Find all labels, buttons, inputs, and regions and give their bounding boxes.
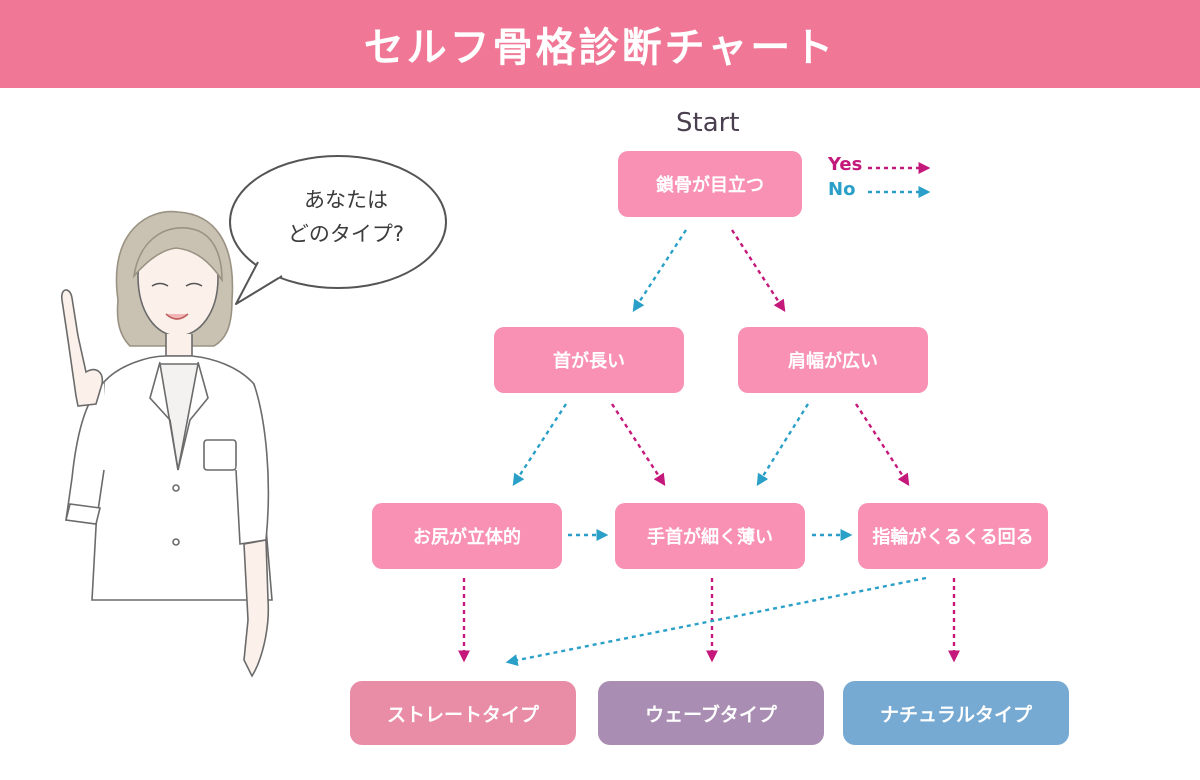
node-wide-shoulders: 肩幅が広い <box>738 327 928 393</box>
arrows <box>458 162 960 666</box>
bubble-line-1: あなたは <box>304 188 388 212</box>
header-bar: セルフ骨格診断チャート <box>0 0 1200 88</box>
speech-bubble <box>229 155 447 305</box>
arrow-q3-yes <box>854 403 910 487</box>
result-wave: ウェーブタイプ <box>598 681 824 745</box>
bubble-line-2: どのタイプ? <box>287 222 405 246</box>
legend-yes-label: Yes <box>828 154 863 175</box>
node-long-neck: 首が長い <box>494 327 684 393</box>
arrow-q3-no <box>756 403 810 487</box>
arrow-q2-no <box>512 403 568 487</box>
node-collarbone: 鎖骨が目立つ <box>618 151 802 217</box>
start-label: Start <box>676 108 740 138</box>
arrow-q6-no <box>505 576 927 666</box>
legend-no-label: No <box>828 179 856 200</box>
result-straight: ストレートタイプ <box>350 681 576 745</box>
node-ring: 指輪がくるくる回る <box>858 503 1048 569</box>
woman-illustration <box>60 210 273 678</box>
bubble-text: あなたは どのタイプ? <box>256 183 436 251</box>
arrow-q1-no <box>632 229 688 313</box>
result-natural: ナチュラルタイプ <box>843 681 1069 745</box>
arrow-q1-yes <box>730 229 786 313</box>
page-title: セルフ骨格診断チャート <box>363 25 837 71</box>
node-hips: お尻が立体的 <box>372 503 562 569</box>
node-wrist: 手首が細く薄い <box>615 503 805 569</box>
arrow-q2-yes <box>610 403 666 487</box>
